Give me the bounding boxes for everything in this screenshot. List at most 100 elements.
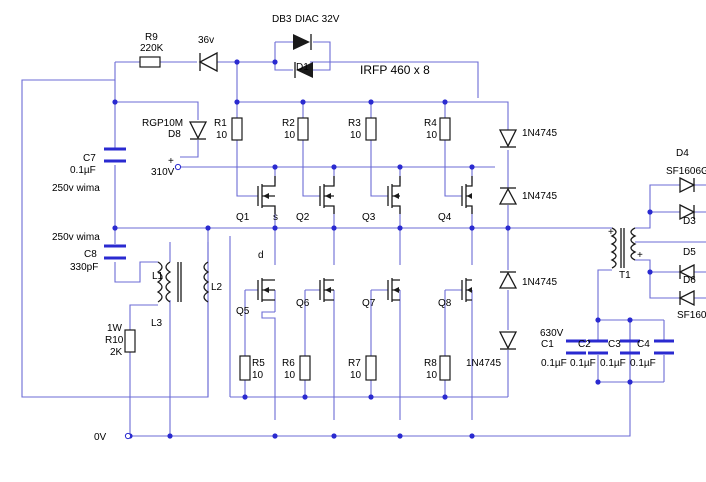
label-r10: R10 (105, 335, 124, 346)
label-d8: D8 (168, 129, 181, 140)
resistor-r7 (365, 355, 377, 381)
label-r10-watt: 1W (107, 323, 123, 334)
label-sf160: SF160 (677, 310, 706, 321)
mosfet-q5 (257, 278, 275, 302)
label-r9-value: 220K (140, 43, 164, 54)
resistor-r2 (297, 117, 309, 141)
zener-1n4745-d (498, 331, 518, 350)
label-c1: C1 (541, 339, 554, 350)
resistor-r10 (124, 329, 136, 353)
label-r8-value: 10 (426, 370, 438, 381)
zener-1n4745-c (498, 271, 518, 289)
mosfet-q2 (319, 176, 335, 214)
resistor-r3 (365, 117, 377, 141)
label-r4-value: 10 (426, 130, 438, 141)
label-d4: D4 (676, 148, 689, 159)
label-c1-value: 0.1µF (541, 358, 567, 369)
label-r6-value: 10 (284, 370, 296, 381)
label-l1: L1 (152, 271, 164, 282)
label-q6: Q6 (296, 298, 310, 309)
capacitor-c4 (654, 339, 674, 355)
diode-d3 (679, 203, 696, 221)
label-plus: + (168, 156, 174, 167)
label-l3: L3 (151, 318, 163, 329)
label-q2: Q2 (296, 212, 310, 223)
label-q3: Q3 (362, 212, 376, 223)
diode-d4 (679, 176, 696, 194)
junctions (112, 59, 653, 439)
label-c3-value: 0.1µF (600, 358, 626, 369)
label-r5: R5 (252, 358, 265, 369)
capacitor-c7 (104, 147, 126, 163)
diode-d5 (678, 263, 695, 281)
capacitor-c8 (104, 244, 126, 260)
resistor-r8 (439, 355, 451, 381)
label-zener-d: 1N4745 (466, 358, 501, 369)
terminal-0v (124, 432, 132, 440)
label-l2: L2 (211, 282, 223, 293)
mosfet-q8 (461, 278, 472, 302)
label-c7-rating: 250v wima (52, 183, 100, 194)
label-q1: Q1 (236, 212, 250, 223)
label-c8: C8 (84, 249, 97, 260)
zener-36v (198, 51, 218, 73)
label-630v: 630V (540, 328, 564, 339)
label-c7-value: 0.1µF (70, 165, 96, 176)
label-c8-rating: 250v wima (52, 232, 100, 243)
label-d1: D1 (296, 62, 309, 73)
label-c3: C3 (608, 339, 621, 350)
label-d5: D5 (683, 247, 696, 258)
label-db3: DB3 (272, 14, 292, 25)
mosfet-q4 (461, 176, 473, 214)
label-36v: 36v (198, 35, 214, 46)
mosfet-q7 (387, 278, 400, 302)
label-r8: R8 (424, 358, 437, 369)
output-transformer-t1 (610, 227, 637, 269)
label-c8-value: 330pF (70, 262, 98, 273)
label-q7: Q7 (362, 298, 376, 309)
label-zener-c: 1N4745 (522, 277, 557, 288)
label-rgp10m: RGP10M (142, 118, 183, 129)
label-310v: 310V (151, 167, 175, 178)
label-r6: R6 (282, 358, 295, 369)
label-r1-value: 10 (216, 130, 228, 141)
mosfet-q6 (319, 278, 334, 302)
capacitor-c2 (588, 339, 608, 355)
label-t1: T1 (619, 270, 631, 281)
label-d: d (258, 250, 264, 261)
label-c7: C7 (83, 153, 96, 164)
label-r2-value: 10 (284, 130, 296, 141)
resistor-r1 (231, 117, 243, 141)
label-c4: C4 (637, 339, 650, 350)
label-zener-b: 1N4745 (522, 191, 557, 202)
label-r3-value: 10 (350, 130, 362, 141)
label-c2: C2 (578, 339, 591, 350)
label-d3: D3 (683, 216, 696, 227)
label-r7-value: 10 (350, 370, 362, 381)
label-diac: DIAC 32V (295, 14, 340, 25)
label-q8: Q8 (438, 298, 452, 309)
diode-d8 (188, 121, 208, 140)
capacitor-c3 (620, 339, 640, 355)
resistor-r9 (139, 56, 161, 68)
resistor-r5 (239, 355, 251, 381)
label-r3: R3 (348, 118, 361, 129)
label-r2: R2 (282, 118, 295, 129)
wires (21, 41, 706, 437)
label-zener-a: 1N4745 (522, 128, 557, 139)
label-s: s (273, 212, 278, 223)
label-q4: Q4 (438, 212, 452, 223)
mosfet-q3 (387, 176, 401, 214)
capacitor-c1 (566, 339, 586, 355)
label-r4: R4 (424, 118, 437, 129)
label-q5: Q5 (236, 306, 250, 317)
label-r10-value: 2K (110, 347, 123, 358)
label-0v: 0V (94, 432, 107, 443)
label-r7: R7 (348, 358, 361, 369)
label-r5-value: 10 (252, 370, 264, 381)
labels: DB3 DIAC 32V D1 IRFP 460 x 8 R9 220K 36v… (52, 14, 706, 443)
label-c2-value: 0.1µF (570, 358, 596, 369)
mosfet-q1 (257, 176, 276, 214)
